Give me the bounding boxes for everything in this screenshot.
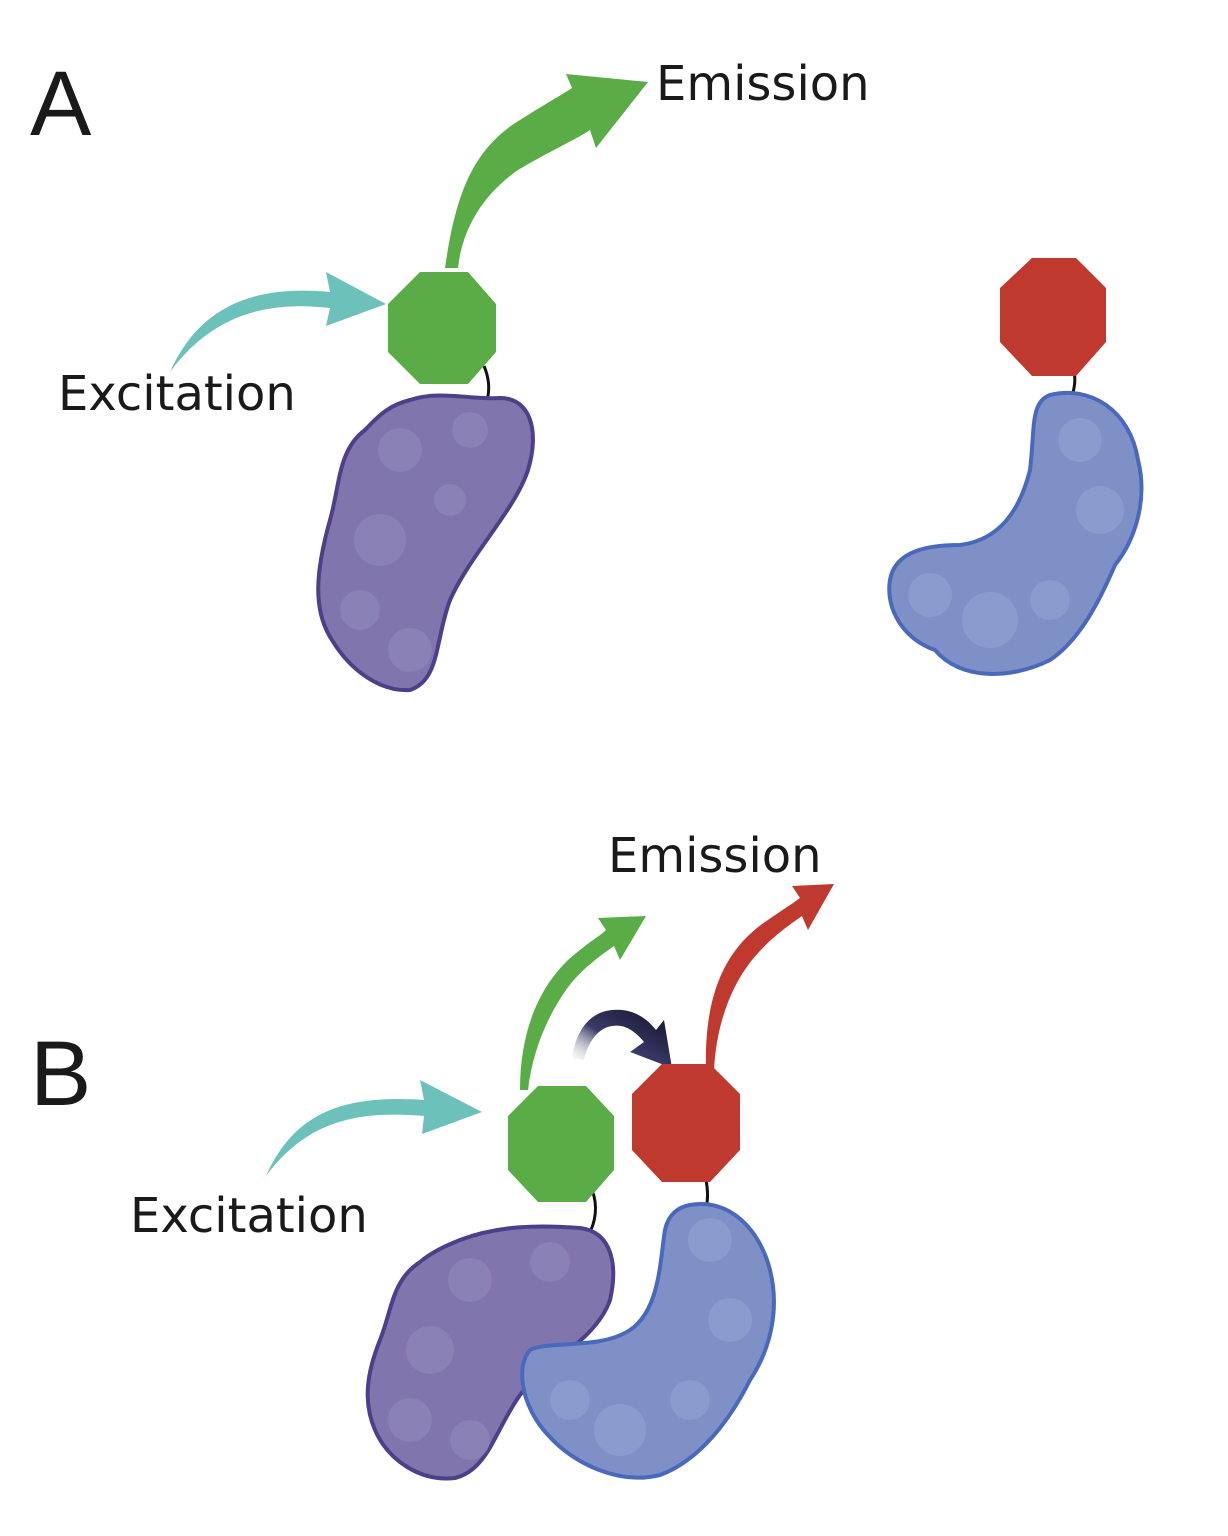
panel-b <box>266 884 834 1481</box>
panel-b-emission-label: Emission <box>608 828 822 884</box>
excitation-arrow-teal <box>170 272 386 372</box>
emission-arrow-green-b <box>520 916 646 1090</box>
panel-b-excitation-label: Excitation <box>130 1188 368 1244</box>
panel-a-letter: A <box>30 53 92 155</box>
acceptor-fluorophore-octagon <box>1000 258 1106 376</box>
energy-transfer-arrow <box>572 1009 672 1068</box>
emission-arrow-green <box>445 74 648 268</box>
panel-b-letter: B <box>30 1023 92 1125</box>
donor-protein-b <box>365 1224 616 1481</box>
excitation-arrow-teal-b <box>266 1080 482 1176</box>
acceptor-protein-b <box>520 1202 776 1480</box>
donor-fluorophore-octagon <box>388 272 496 384</box>
panel-a-emission-label: Emission <box>656 56 870 112</box>
panel-a <box>170 74 1144 693</box>
acceptor-fluorophore-octagon-b <box>632 1064 740 1182</box>
donor-fluorophore-octagon-b <box>508 1086 614 1202</box>
acceptor-protein <box>887 390 1144 676</box>
emission-arrow-red <box>705 884 834 1070</box>
panel-a-excitation-label: Excitation <box>58 366 296 422</box>
donor-protein <box>316 393 535 693</box>
